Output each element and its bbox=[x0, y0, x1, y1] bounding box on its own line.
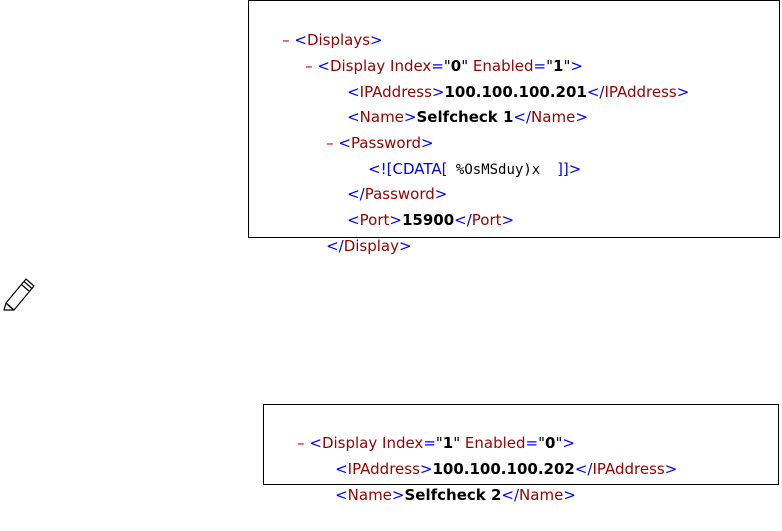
xml-line-ipaddress: <IPAddress>100.100.100.201</IPAddress> bbox=[328, 56, 689, 101]
xml-attr-value: 0 bbox=[545, 434, 556, 452]
xml-code-box-display-1: – <Display Index="1" Enabled="0"> <IPAdd… bbox=[263, 404, 779, 504]
xml-bracket: > bbox=[570, 57, 583, 75]
xml-bracket: < bbox=[309, 434, 322, 452]
ip-address-value: 100.100.100.202 bbox=[432, 460, 575, 478]
xml-attr-name: Index bbox=[382, 434, 424, 452]
collapse-toggle-display[interactable]: – bbox=[297, 434, 305, 452]
xml-bracket: < bbox=[338, 134, 351, 152]
xml-line-password-close: </Password> bbox=[328, 158, 447, 203]
xml-line-ipaddress: <IPAddress>100.100.100.202</IPAddress> bbox=[316, 433, 677, 478]
xml-quote: " bbox=[443, 57, 451, 75]
xml-bracket: </ bbox=[513, 108, 532, 126]
xml-line-display-open: – <Display Index="0" Enabled="1"> bbox=[286, 30, 583, 75]
xml-line-port: <Port>15900</Port> bbox=[328, 184, 514, 229]
xml-bracket: > bbox=[562, 434, 575, 452]
cdata-close: ]]> bbox=[557, 160, 582, 178]
xml-tag-name: Display bbox=[329, 57, 386, 75]
xml-bracket: > bbox=[419, 460, 433, 478]
xml-tag-name: Password bbox=[364, 185, 435, 203]
xml-bracket: > bbox=[676, 83, 690, 101]
xml-tag-name: Display bbox=[343, 237, 399, 255]
xml-tag-name: Name bbox=[359, 108, 404, 126]
xml-code-box-display-0: – <Displays> – <Display Index="0" Enable… bbox=[248, 0, 780, 255]
xml-bracket: > bbox=[501, 211, 515, 229]
xml-bracket: </ bbox=[347, 185, 365, 203]
xml-bracket: > bbox=[391, 486, 405, 504]
xml-attr-name: Index bbox=[390, 57, 432, 75]
xml-attr-name: Enabled bbox=[472, 57, 534, 75]
xml-bracket: < bbox=[335, 460, 348, 478]
collapse-toggle-password[interactable]: – bbox=[326, 134, 334, 152]
xml-attr-name: Enabled bbox=[464, 434, 526, 452]
name-value: Selfcheck 2 bbox=[404, 486, 502, 504]
xml-bracket: > bbox=[431, 83, 445, 101]
xml-line-cdata: <![CDATA[ %OsMSduy)x ]]> bbox=[349, 133, 581, 178]
xml-quote: " bbox=[453, 434, 461, 452]
xml-tag-name: Port bbox=[359, 211, 390, 229]
port-value: 15900 bbox=[401, 211, 455, 229]
xml-line-display-open: – <Display Index="1" Enabled="0"> bbox=[278, 407, 575, 452]
xml-tag-name: Name bbox=[531, 108, 576, 126]
xml-equals: = bbox=[423, 434, 436, 452]
xml-bracket: > bbox=[370, 31, 383, 49]
xml-attr-value: 0 bbox=[450, 57, 462, 75]
name-value: Selfcheck 1 bbox=[416, 108, 514, 126]
xml-tag-name: IPAddress bbox=[592, 460, 665, 478]
ip-address-value: 100.100.100.201 bbox=[444, 83, 587, 101]
pencil-note-icon bbox=[3, 278, 35, 311]
xml-attr-value: 1 bbox=[553, 57, 564, 75]
xml-attr-value: 1 bbox=[442, 434, 454, 452]
xml-bracket: > bbox=[434, 185, 448, 203]
xml-line-display-close: </Display> bbox=[307, 210, 412, 255]
xml-bracket: > bbox=[563, 486, 576, 504]
password-cdata-value: %OsMSduy)x bbox=[447, 162, 558, 178]
xml-bracket: </ bbox=[326, 237, 344, 255]
collapse-toggle-display[interactable]: – bbox=[305, 57, 313, 75]
xml-quote: " bbox=[461, 57, 469, 75]
xml-line-password-open: – <Password> bbox=[307, 107, 434, 152]
xml-tag-name: Display bbox=[321, 434, 378, 452]
xml-bracket: > bbox=[664, 460, 678, 478]
xml-bracket: > bbox=[389, 211, 402, 229]
xml-equals: = bbox=[525, 434, 539, 452]
xml-bracket: < bbox=[335, 486, 348, 504]
xml-bracket: </ bbox=[501, 486, 520, 504]
xml-bracket: > bbox=[575, 108, 588, 126]
xml-quote: " bbox=[555, 434, 563, 452]
xml-line-displays-open: – <Displays> bbox=[263, 4, 383, 49]
xml-quote: " bbox=[538, 434, 546, 452]
xml-tag-name: Port bbox=[471, 211, 502, 229]
xml-bracket: < bbox=[317, 57, 330, 75]
xml-bracket: </ bbox=[454, 211, 472, 229]
xml-line-name: <Name>Selfcheck 2</Name> bbox=[316, 459, 576, 504]
xml-line-name: <Name>Selfcheck 1</Name> bbox=[328, 81, 588, 126]
xml-bracket: > bbox=[399, 237, 412, 255]
xml-tag-name: Name bbox=[347, 486, 392, 504]
xml-bracket: > bbox=[421, 134, 434, 152]
xml-tag-name: Password bbox=[350, 134, 422, 152]
xml-bracket: </ bbox=[574, 460, 593, 478]
cdata-open: <![CDATA[ bbox=[368, 160, 448, 178]
xml-tag-name: Displays bbox=[306, 31, 371, 49]
xml-quote: " bbox=[563, 57, 571, 75]
xml-tag-name: IPAddress bbox=[347, 460, 420, 478]
xml-bracket: < bbox=[347, 83, 360, 101]
xml-tag-name: IPAddress bbox=[359, 83, 432, 101]
xml-tag-name: Name bbox=[519, 486, 564, 504]
xml-bracket: < bbox=[294, 31, 307, 49]
xml-quote: " bbox=[435, 434, 443, 452]
xml-tag-name: IPAddress bbox=[604, 83, 677, 101]
xml-bracket: < bbox=[347, 108, 360, 126]
xml-equals: = bbox=[431, 57, 444, 75]
xml-equals: = bbox=[533, 57, 547, 75]
xml-bracket: < bbox=[347, 211, 360, 229]
xml-bracket: </ bbox=[586, 83, 605, 101]
collapse-toggle-displays[interactable]: – bbox=[282, 31, 290, 49]
xml-quote: " bbox=[546, 57, 554, 75]
xml-bracket: > bbox=[403, 108, 417, 126]
